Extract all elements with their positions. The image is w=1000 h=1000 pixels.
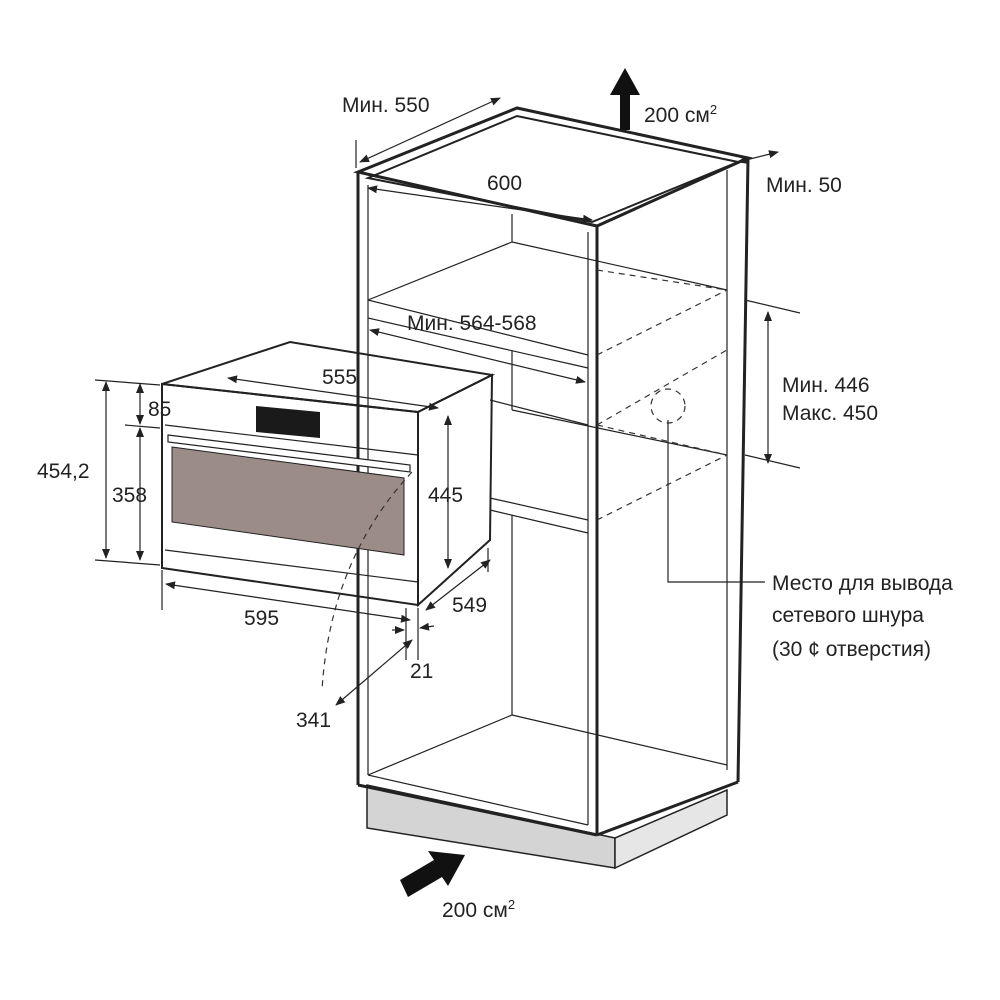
- dim-line-341: [335, 639, 413, 706]
- ext-line-top: [94, 379, 161, 386]
- dim-arrow-21-b: [419, 622, 435, 631]
- label-549: 549: [452, 594, 487, 617]
- dim-line-595: [165, 581, 411, 623]
- label-21: 21: [410, 660, 433, 683]
- label-85: 85: [148, 398, 171, 421]
- label-min-550: Мин. 550: [342, 94, 430, 117]
- cabinet-bottom-side: [596, 780, 739, 837]
- cabinet: [352, 106, 753, 870]
- label-min-50: Мин. 50: [766, 174, 842, 197]
- cable-note-line3: (30 ¢ отверстия): [772, 638, 931, 661]
- dim-line-549: [425, 559, 491, 611]
- bottom-back-left: [367, 714, 513, 776]
- ext-line-bottom: [94, 559, 161, 566]
- mid-shelf-front: [489, 399, 589, 426]
- hidden-line-2: [596, 349, 728, 426]
- dim-line-min-550: [359, 97, 501, 163]
- cable-leader-line: [667, 420, 765, 583]
- cabinet-top-inner: [364, 114, 742, 224]
- label-min-564-568: Мин. 564-568: [407, 312, 537, 335]
- cabinet-plinth: [366, 784, 616, 869]
- label-454-2: 454,2: [37, 460, 90, 483]
- ext-line-panel: [124, 424, 161, 429]
- cabinet-right-edge: [736, 157, 750, 783]
- label-555: 555: [322, 366, 357, 389]
- label-min-446: Мин. 446: [782, 374, 870, 397]
- label-airflow-bottom: 200 см2: [442, 897, 515, 922]
- cable-hole-icon: [650, 388, 686, 424]
- dim-line-min-50: [737, 150, 779, 164]
- dim-line-min-564: [369, 328, 586, 384]
- dimension-lines: [94, 97, 801, 706]
- label-445: 445: [428, 484, 463, 507]
- oven-display: [256, 406, 320, 438]
- cabinet-bottom-front: [357, 783, 598, 837]
- oven-window: [171, 446, 405, 556]
- label-341: 341: [296, 709, 331, 732]
- cabinet-plinth-side: [614, 788, 728, 870]
- lower-shelf-front: [489, 497, 589, 521]
- cable-note-line1: Место для вывода: [772, 572, 953, 595]
- bottom-back-right: [511, 714, 728, 766]
- hidden-line-4: [596, 269, 728, 291]
- ext-line-446-bottom: [744, 454, 801, 469]
- mid-shelf-right: [511, 409, 728, 456]
- dim-line-555: [227, 375, 439, 411]
- hidden-line-5: [596, 424, 728, 456]
- airflow-in-arrow-icon: [400, 851, 465, 897]
- oven: [161, 340, 496, 691]
- lower-shelf-underside: [489, 509, 589, 534]
- upper-shelf-back: [367, 241, 513, 301]
- label-358: 358: [112, 484, 147, 507]
- oven-control-panel-edge: [164, 424, 419, 456]
- cable-note-line2: сетевого шнура: [772, 604, 924, 627]
- label-595: 595: [244, 607, 279, 630]
- label-max-450: Макс. 450: [782, 402, 878, 425]
- upper-shelf-right: [511, 241, 728, 291]
- bottom-front: [367, 774, 589, 826]
- dim-line-600: [367, 185, 593, 223]
- ext-line-446-top: [744, 299, 801, 314]
- label-600: 600: [487, 172, 522, 195]
- airflow-up-arrow-icon: [610, 68, 640, 130]
- hidden-line-1: [596, 289, 728, 356]
- oven-handle: [167, 434, 411, 473]
- oven-door-bottom: [164, 549, 419, 583]
- hidden-line-3: [596, 454, 728, 521]
- label-airflow-top: 200 см2: [644, 102, 717, 127]
